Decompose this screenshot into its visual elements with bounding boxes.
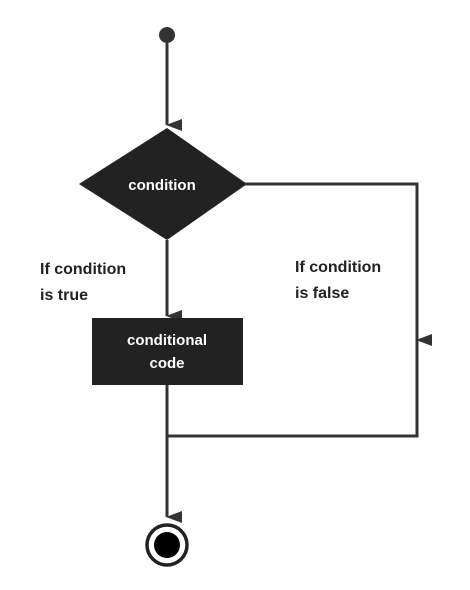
process-label-line1: conditional xyxy=(127,332,207,349)
false-branch-label-line2: is false xyxy=(295,285,349,302)
edge-false-merge xyxy=(167,340,419,438)
conditional-code-process xyxy=(92,318,243,385)
edge-false-branch xyxy=(245,182,432,346)
end-node-inner xyxy=(154,532,180,558)
false-branch-label-line1: If condition xyxy=(295,259,381,276)
condition-label: condition xyxy=(128,177,196,194)
process-label-line2: code xyxy=(149,355,184,372)
condition-decision xyxy=(79,128,247,240)
start-node xyxy=(159,27,175,43)
true-branch-label-line2: is true xyxy=(40,287,88,304)
true-branch-label-line1: If condition xyxy=(40,261,126,278)
